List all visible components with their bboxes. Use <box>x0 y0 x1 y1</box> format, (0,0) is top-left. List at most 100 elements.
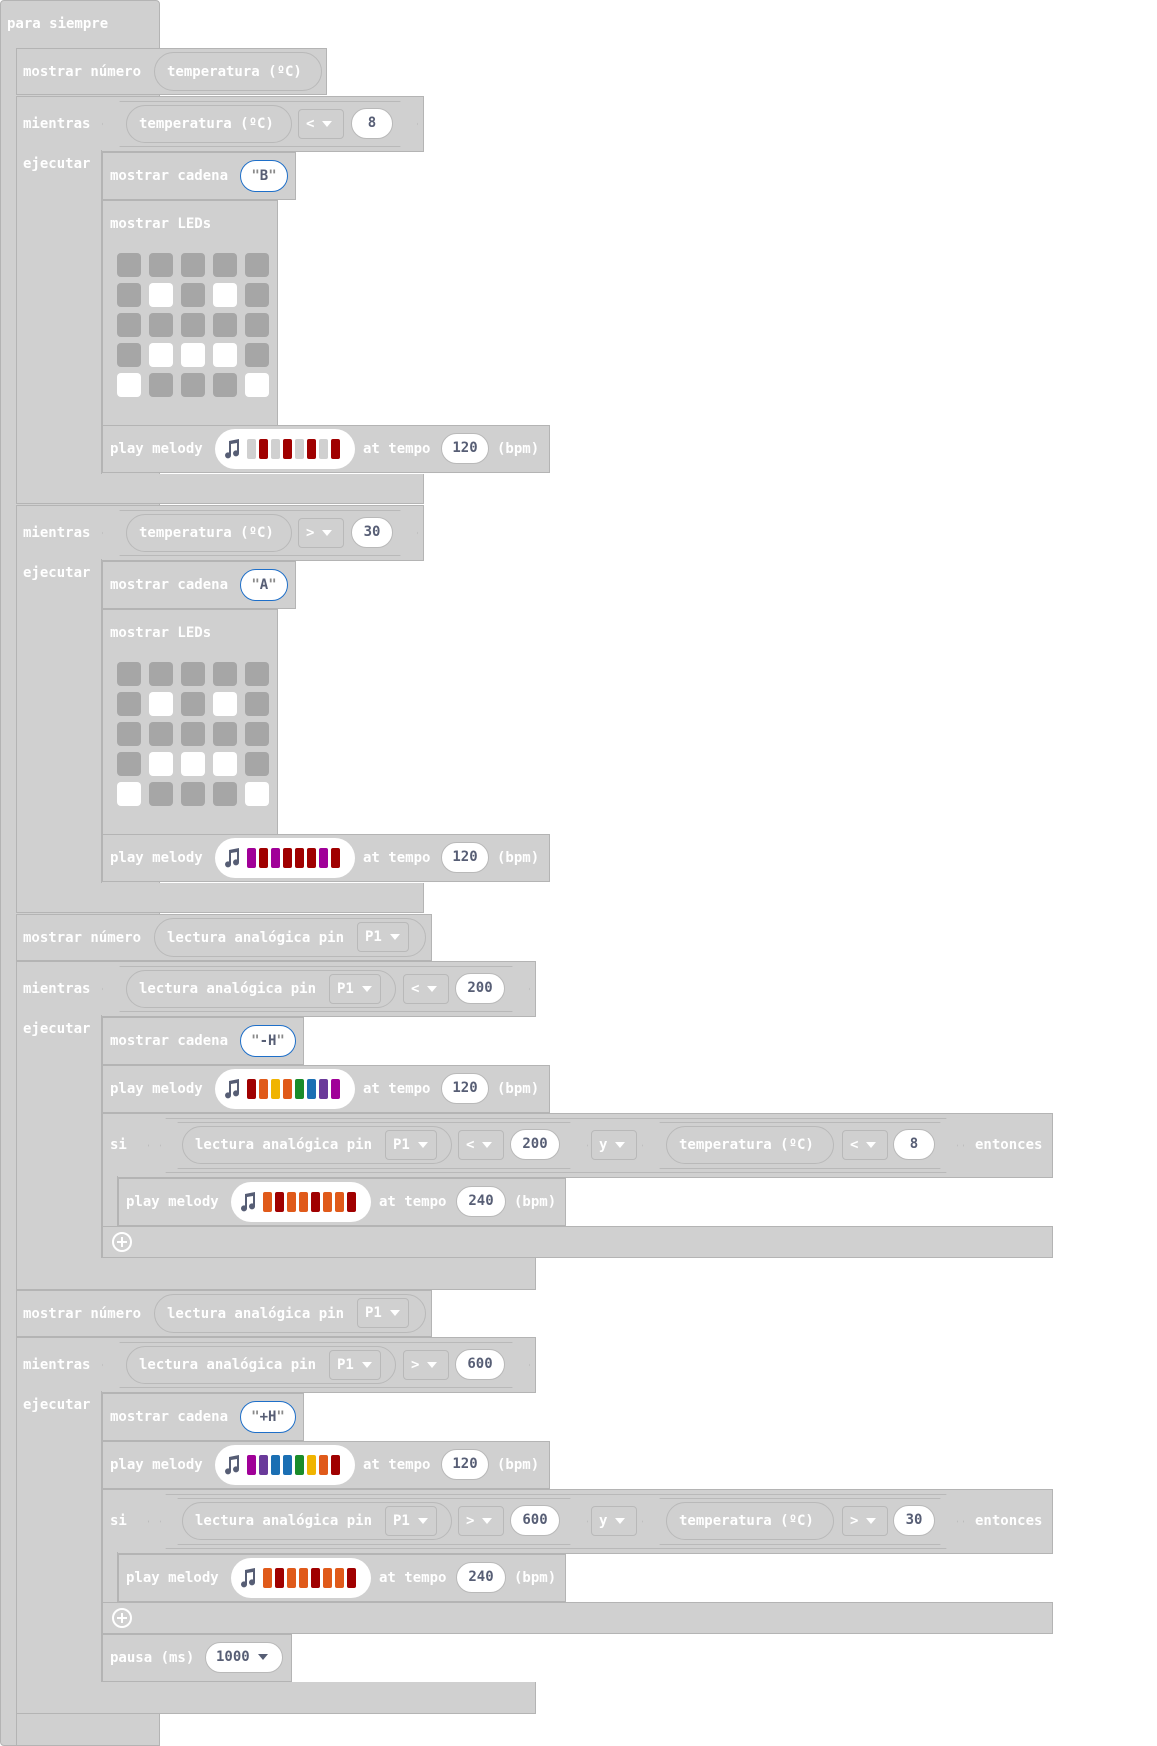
pin-dropdown[interactable]: P1 <box>385 1130 437 1160</box>
led-cell[interactable] <box>213 692 237 716</box>
pin-dropdown[interactable]: P1 <box>357 1298 409 1328</box>
led-cell[interactable] <box>181 373 205 397</box>
melody-picker[interactable] <box>215 429 355 469</box>
led-cell[interactable] <box>245 343 269 367</box>
pin-dropdown[interactable]: P1 <box>329 974 381 1004</box>
led-cell[interactable] <box>213 662 237 686</box>
tempo-input[interactable]: 240 <box>456 1186 506 1217</box>
led-cell[interactable] <box>149 662 173 686</box>
led-cell[interactable] <box>245 752 269 776</box>
string-input[interactable]: "-H" <box>240 1025 296 1057</box>
led-cell[interactable] <box>117 782 141 806</box>
add-else-icon[interactable] <box>112 1232 132 1252</box>
pin-dropdown[interactable]: P1 <box>385 1506 437 1536</box>
temperature-reporter[interactable]: temperatura (ºC) <box>126 514 292 552</box>
melody-picker[interactable] <box>215 838 355 878</box>
led-cell[interactable] <box>245 373 269 397</box>
operator-dropdown[interactable]: > <box>842 1506 888 1536</box>
led-cell[interactable] <box>117 373 141 397</box>
led-cell[interactable] <box>181 752 205 776</box>
led-cell[interactable] <box>245 722 269 746</box>
number-input[interactable]: 8 <box>893 1129 935 1160</box>
led-cell[interactable] <box>213 253 237 277</box>
operator-dropdown[interactable]: > <box>298 518 344 548</box>
led-cell[interactable] <box>213 782 237 806</box>
led-cell[interactable] <box>181 782 205 806</box>
pause-dropdown[interactable]: 1000 <box>205 1642 283 1673</box>
led-cell[interactable] <box>149 283 173 307</box>
operator-dropdown[interactable]: < <box>458 1130 504 1160</box>
led-cell[interactable] <box>117 253 141 277</box>
led-cell[interactable] <box>245 662 269 686</box>
pin-dropdown[interactable]: P1 <box>357 922 409 952</box>
led-cell[interactable] <box>181 313 205 337</box>
temperature-reporter[interactable]: temperatura (ºC) <box>126 105 292 143</box>
led-cell[interactable] <box>245 283 269 307</box>
led-cell[interactable] <box>181 253 205 277</box>
led-cell[interactable] <box>245 253 269 277</box>
number-input[interactable]: 600 <box>455 1349 505 1380</box>
led-cell[interactable] <box>149 313 173 337</box>
operator-dropdown[interactable]: < <box>842 1130 888 1160</box>
number-input[interactable]: 30 <box>351 517 393 548</box>
operator-dropdown[interactable]: > <box>458 1506 504 1536</box>
number-input[interactable]: 200 <box>455 973 505 1004</box>
led-cell[interactable] <box>117 752 141 776</box>
add-else-icon[interactable] <box>112 1608 132 1628</box>
melody-picker[interactable] <box>215 1445 355 1485</box>
tempo-input[interactable]: 120 <box>441 433 489 464</box>
temperature-reporter[interactable]: temperatura (ºC) <box>666 1502 834 1540</box>
led-cell[interactable] <box>117 722 141 746</box>
melody-picker[interactable] <box>231 1558 371 1598</box>
melody-picker[interactable] <box>231 1182 371 1222</box>
temperature-reporter[interactable]: temperatura (ºC) <box>154 52 322 91</box>
number-input[interactable]: 30 <box>893 1505 935 1536</box>
led-cell[interactable] <box>213 373 237 397</box>
string-input[interactable]: "A" <box>240 569 288 601</box>
led-cell[interactable] <box>181 343 205 367</box>
tempo-input[interactable]: 120 <box>441 842 489 873</box>
led-cell[interactable] <box>213 752 237 776</box>
analog-read-label: lectura analógica pin <box>167 929 345 946</box>
led-cell[interactable] <box>117 662 141 686</box>
led-cell[interactable] <box>213 722 237 746</box>
led-cell[interactable] <box>181 692 205 716</box>
tempo-input[interactable]: 240 <box>456 1562 506 1593</box>
led-cell[interactable] <box>245 782 269 806</box>
led-cell[interactable] <box>149 343 173 367</box>
number-input[interactable]: 200 <box>510 1129 560 1160</box>
led-cell[interactable] <box>213 343 237 367</box>
led-cell[interactable] <box>245 313 269 337</box>
logic-dropdown[interactable]: y <box>591 1506 637 1536</box>
led-cell[interactable] <box>181 722 205 746</box>
temperature-reporter[interactable]: temperatura (ºC) <box>666 1126 834 1164</box>
string-input[interactable]: "B" <box>240 160 288 192</box>
logic-value: y <box>599 1137 608 1153</box>
operator-dropdown[interactable]: > <box>403 1350 449 1380</box>
led-cell[interactable] <box>149 782 173 806</box>
led-cell[interactable] <box>149 752 173 776</box>
led-cell[interactable] <box>213 283 237 307</box>
led-cell[interactable] <box>149 692 173 716</box>
melody-picker[interactable] <box>215 1069 355 1109</box>
led-cell[interactable] <box>245 692 269 716</box>
number-input[interactable]: 8 <box>351 108 393 139</box>
led-cell[interactable] <box>149 253 173 277</box>
led-cell[interactable] <box>181 662 205 686</box>
pin-dropdown[interactable]: P1 <box>329 1350 381 1380</box>
tempo-input[interactable]: 120 <box>441 1449 489 1480</box>
led-cell[interactable] <box>181 283 205 307</box>
led-cell[interactable] <box>117 283 141 307</box>
led-cell[interactable] <box>213 313 237 337</box>
led-cell[interactable] <box>149 373 173 397</box>
operator-dropdown[interactable]: < <box>403 974 449 1004</box>
led-cell[interactable] <box>117 343 141 367</box>
string-input[interactable]: "+H" <box>240 1401 296 1433</box>
led-cell[interactable] <box>117 692 141 716</box>
tempo-input[interactable]: 120 <box>441 1073 489 1104</box>
operator-dropdown[interactable]: < <box>298 109 344 139</box>
led-cell[interactable] <box>149 722 173 746</box>
number-input[interactable]: 600 <box>510 1505 560 1536</box>
led-cell[interactable] <box>117 313 141 337</box>
logic-dropdown[interactable]: y <box>591 1130 637 1160</box>
